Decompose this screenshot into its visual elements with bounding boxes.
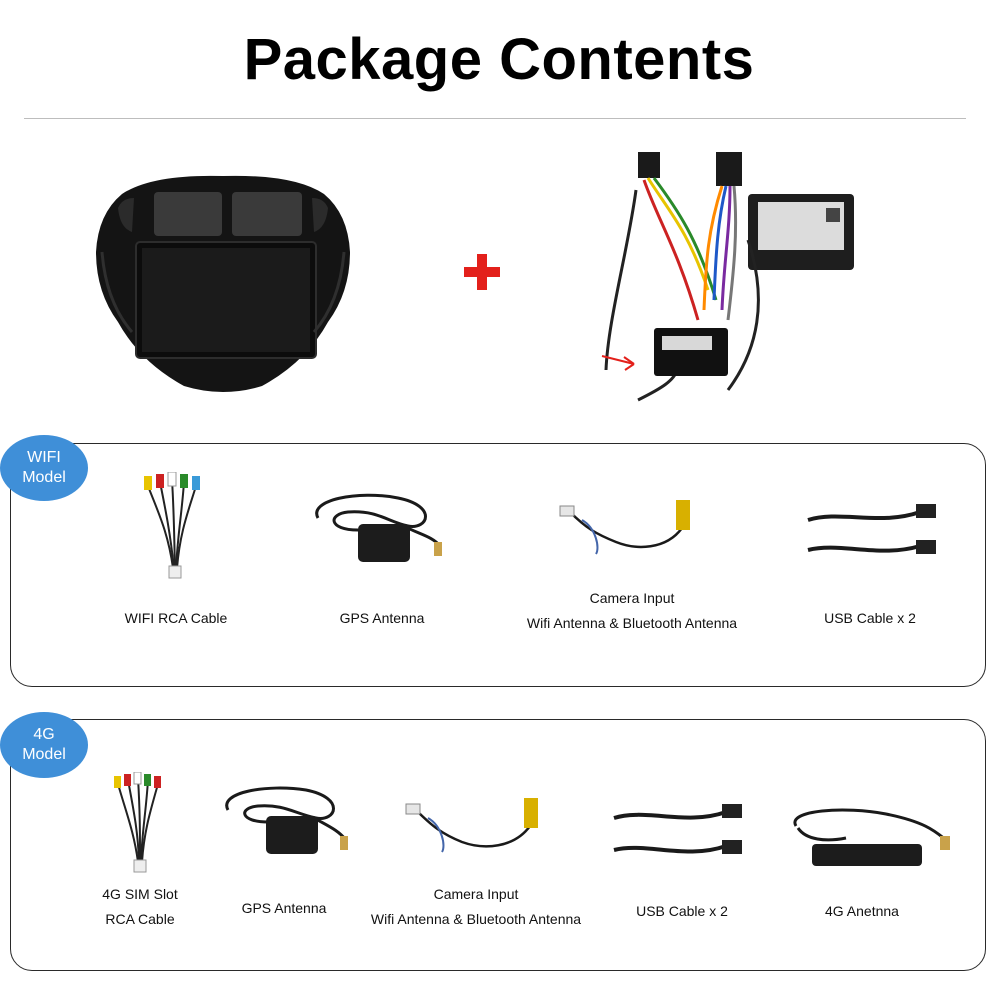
wiring-harness-image (601, 152, 854, 402)
wifi-usb-cables-image (807, 504, 936, 554)
wifi-item-label: Camera Input Wifi Antenna & Bluetooth An… (502, 586, 762, 636)
wifi-badge-line2: Model (22, 469, 66, 486)
4g-item-label: 4G SIM Slot RCA Cable (70, 882, 210, 932)
caption-line: Camera Input (589, 590, 675, 606)
caption-line: Camera Input (433, 886, 519, 902)
caption-line: GPS Antenna (241, 900, 327, 916)
wifi-rca-cable-image (144, 472, 200, 579)
wifi-model-badge: WIFI Model (0, 435, 88, 501)
caption-line: Wifi Antenna & Bluetooth Antenna (370, 911, 582, 927)
caption-line: WIFI RCA Cable (124, 610, 228, 626)
caption-line: RCA Cable (105, 911, 175, 927)
wifi-camera-input-image (559, 500, 690, 555)
page-title: Package Contents (243, 27, 755, 92)
wifi-badge-line1: WIFI (27, 449, 61, 466)
4g-item-label: 4G Anetnna (792, 899, 932, 924)
caption-line: 4G SIM Slot (102, 886, 178, 902)
wifi-item-label: WIFI RCA Cable (96, 606, 256, 631)
4g-camera-input-image (405, 798, 538, 853)
title-divider (24, 118, 966, 119)
caption-line: USB Cable x 2 (636, 903, 728, 919)
4g-badge-line1: 4G (33, 726, 55, 743)
plus-icon (464, 254, 500, 290)
4g-item-label: Camera Input Wifi Antenna & Bluetooth An… (346, 882, 606, 932)
wifi-item-label: GPS Antenna (302, 606, 462, 631)
wifi-item-label: USB Cable x 2 (790, 606, 950, 631)
caption-line: USB Cable x 2 (824, 610, 916, 626)
caption-line: 4G Anetnna (825, 903, 899, 919)
4g-rca-cable-image (114, 772, 161, 873)
4g-antenna-image (793, 808, 950, 866)
caption-line: Wifi Antenna & Bluetooth Antenna (526, 615, 738, 631)
4g-item-label: USB Cable x 2 (612, 899, 752, 924)
4g-model-badge: 4G Model (0, 712, 88, 778)
4g-usb-cables-image (613, 804, 742, 854)
caption-line: GPS Antenna (339, 610, 425, 626)
4g-item-label: GPS Antenna (214, 896, 354, 921)
head-unit-image (96, 175, 350, 392)
4g-gps-antenna-image (225, 786, 348, 854)
4g-badge-line2: Model (22, 746, 66, 763)
wifi-gps-antenna-image (315, 493, 442, 562)
